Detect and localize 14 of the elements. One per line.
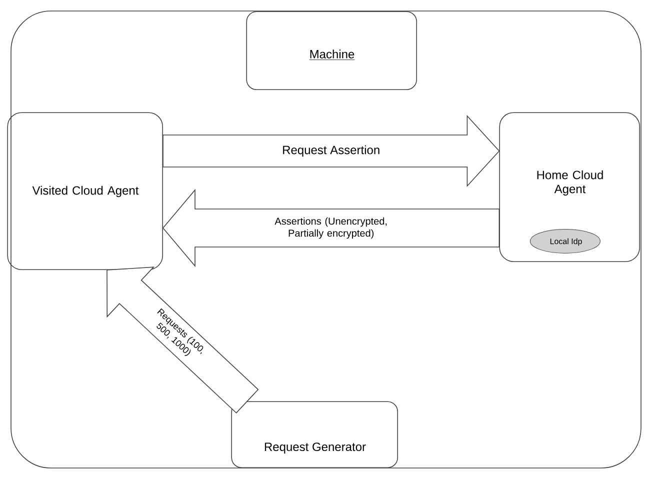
frame-box (10, 10, 642, 468)
box-label: Home Cloud Agent (537, 170, 603, 196)
ellipse-label: Local Idp (550, 238, 582, 246)
box-label: Request Generator (264, 442, 366, 454)
machine-box (246, 11, 417, 90)
box-label: Machine (309, 50, 355, 60)
generator-box (231, 401, 398, 468)
idp-ellipse (530, 228, 600, 254)
agent-box (7, 112, 163, 270)
edge-label: Request Assertion (281, 144, 382, 158)
block-arrow (162, 114, 500, 188)
edge-label: Assertions (Unencrypted, Partially encrypted) (265, 216, 398, 240)
box-label: Visited Cloud Agent (32, 186, 139, 198)
agent-box (499, 112, 640, 262)
